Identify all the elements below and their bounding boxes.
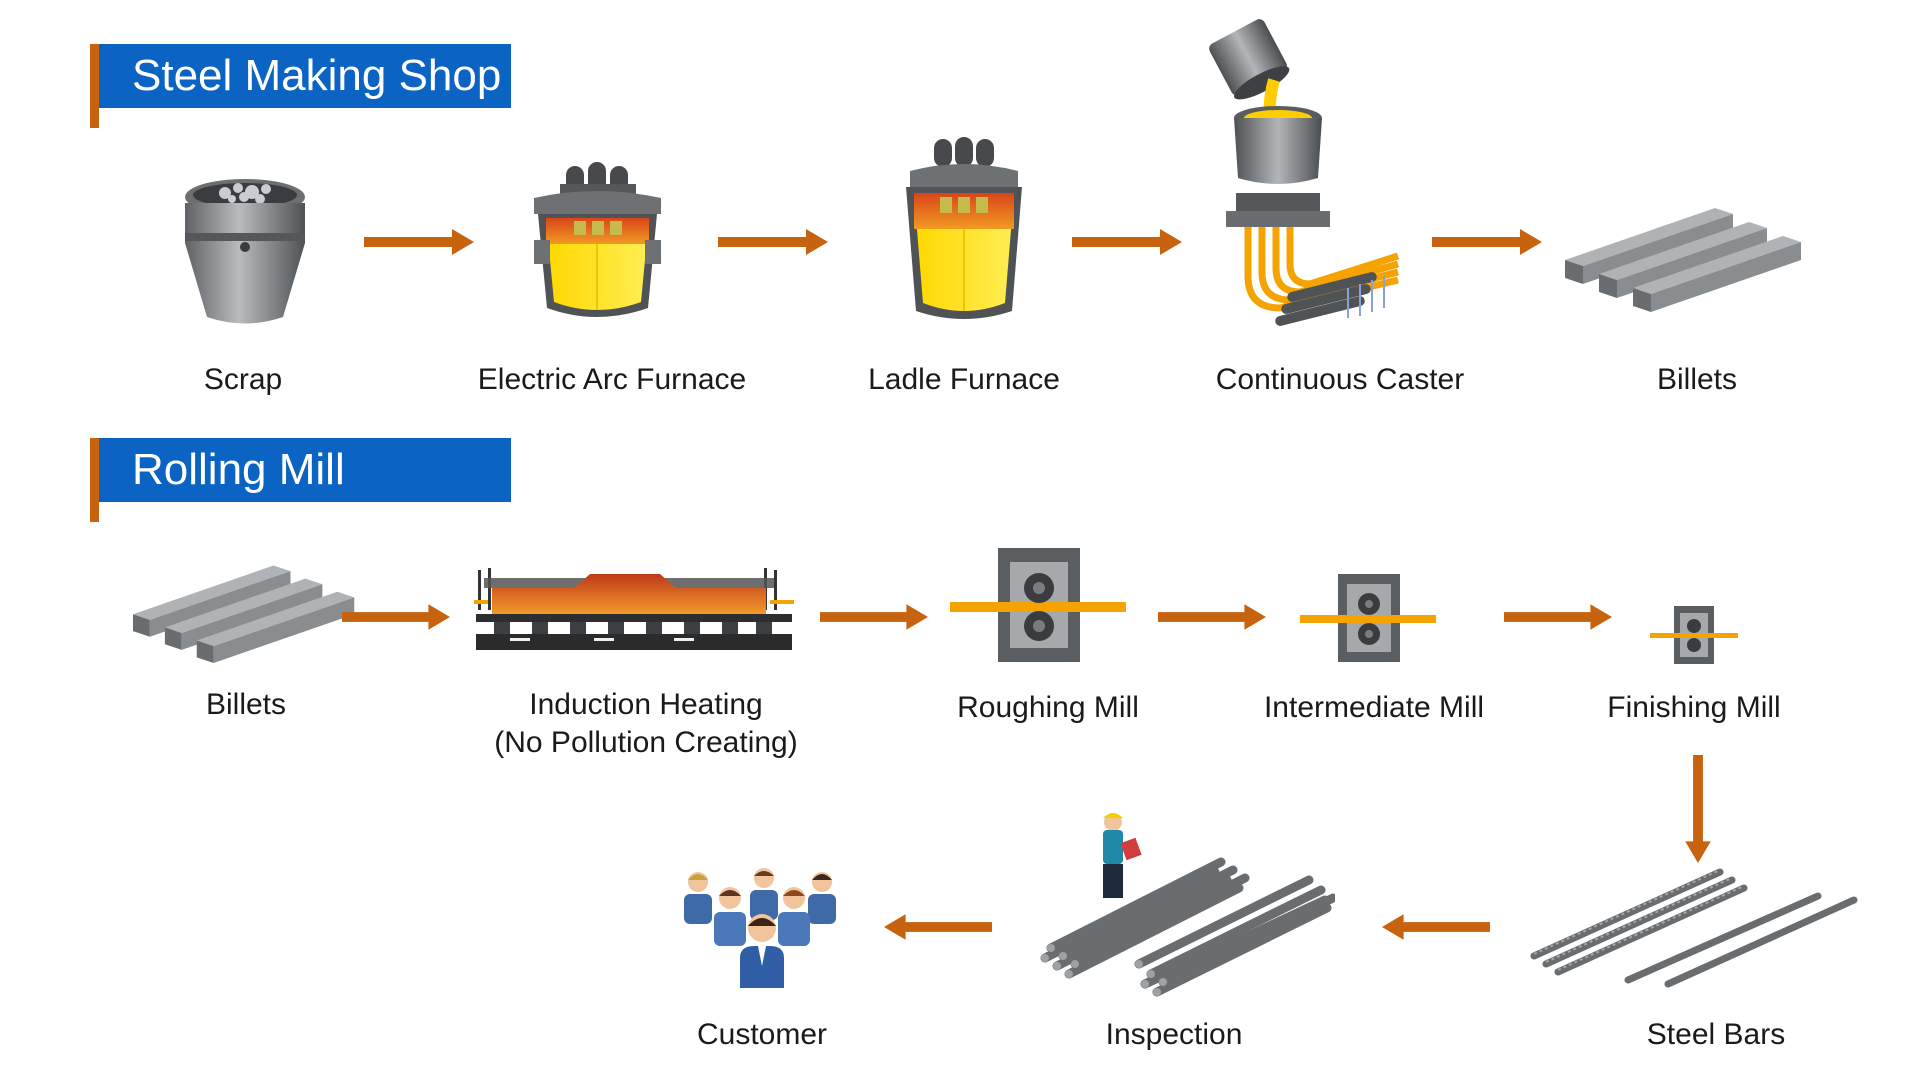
flow-arrow-right bbox=[364, 229, 474, 255]
flow-arrow-right bbox=[820, 604, 928, 630]
step-label-continuous-caster: Continuous Caster bbox=[1215, 363, 1465, 396]
finishing-mill-icon bbox=[1650, 606, 1738, 664]
flow-arrow-right bbox=[1158, 604, 1266, 630]
header-accent-bar bbox=[90, 438, 99, 522]
header-accent-bar bbox=[90, 44, 99, 128]
scrap-bucket-icon bbox=[185, 179, 305, 324]
step-label-electric-arc-furnace: Electric Arc Furnace bbox=[477, 363, 747, 396]
step-label-inspection: Inspection bbox=[1105, 1018, 1243, 1051]
induction-heating-note: (No Pollution Creating) bbox=[494, 726, 798, 759]
inspection-icon bbox=[1040, 813, 1335, 997]
section-title: Rolling Mill bbox=[132, 445, 345, 494]
flow-arrow-right bbox=[718, 229, 828, 255]
step-label-intermediate-mill: Intermediate Mill bbox=[1263, 691, 1485, 724]
flow-arrow-left bbox=[884, 914, 992, 940]
header-band bbox=[99, 438, 511, 502]
step-label-billets: Billets bbox=[205, 688, 287, 721]
flow-arrow-down bbox=[1685, 755, 1711, 863]
section-title: Steel Making Shop bbox=[132, 51, 502, 100]
induction-heating-line: Induction Heating bbox=[529, 688, 763, 721]
intermediate-mill-icon bbox=[1300, 574, 1436, 662]
steel-bars-icon bbox=[1530, 868, 1858, 988]
flow-arrow-right bbox=[342, 604, 450, 630]
customer-group-icon bbox=[684, 868, 836, 988]
continuous-caster-icon bbox=[1209, 19, 1400, 326]
step-label-roughing-mill: Roughing Mill bbox=[957, 691, 1139, 724]
flow-arrow-right bbox=[1432, 229, 1542, 255]
induction-heating-furnace-icon bbox=[474, 568, 794, 650]
billets-icon bbox=[133, 565, 355, 663]
ladle-furnace-icon bbox=[906, 137, 1022, 319]
step-label-finishing-mill: Finishing Mill bbox=[1607, 691, 1781, 724]
flow-arrow-left bbox=[1382, 914, 1490, 940]
electric-arc-furnace-icon bbox=[534, 162, 661, 317]
flow-arrow-right bbox=[1072, 229, 1182, 255]
flow-arrow-right bbox=[1504, 604, 1612, 630]
step-label-scrap: Scrap bbox=[203, 363, 283, 396]
step-label-ladle-furnace: Ladle Furnace bbox=[868, 363, 1060, 396]
step-label-steel-bars: Steel Bars bbox=[1646, 1018, 1786, 1051]
header-band bbox=[99, 44, 511, 108]
roughing-mill-icon bbox=[950, 548, 1126, 662]
step-label-customer: Customer bbox=[696, 1018, 828, 1051]
step-label-billets: Billets bbox=[1656, 363, 1738, 396]
billets-icon bbox=[1565, 208, 1801, 312]
step-label-induction-heating: Induction Heating (No Pollution Creating… bbox=[494, 686, 797, 762]
